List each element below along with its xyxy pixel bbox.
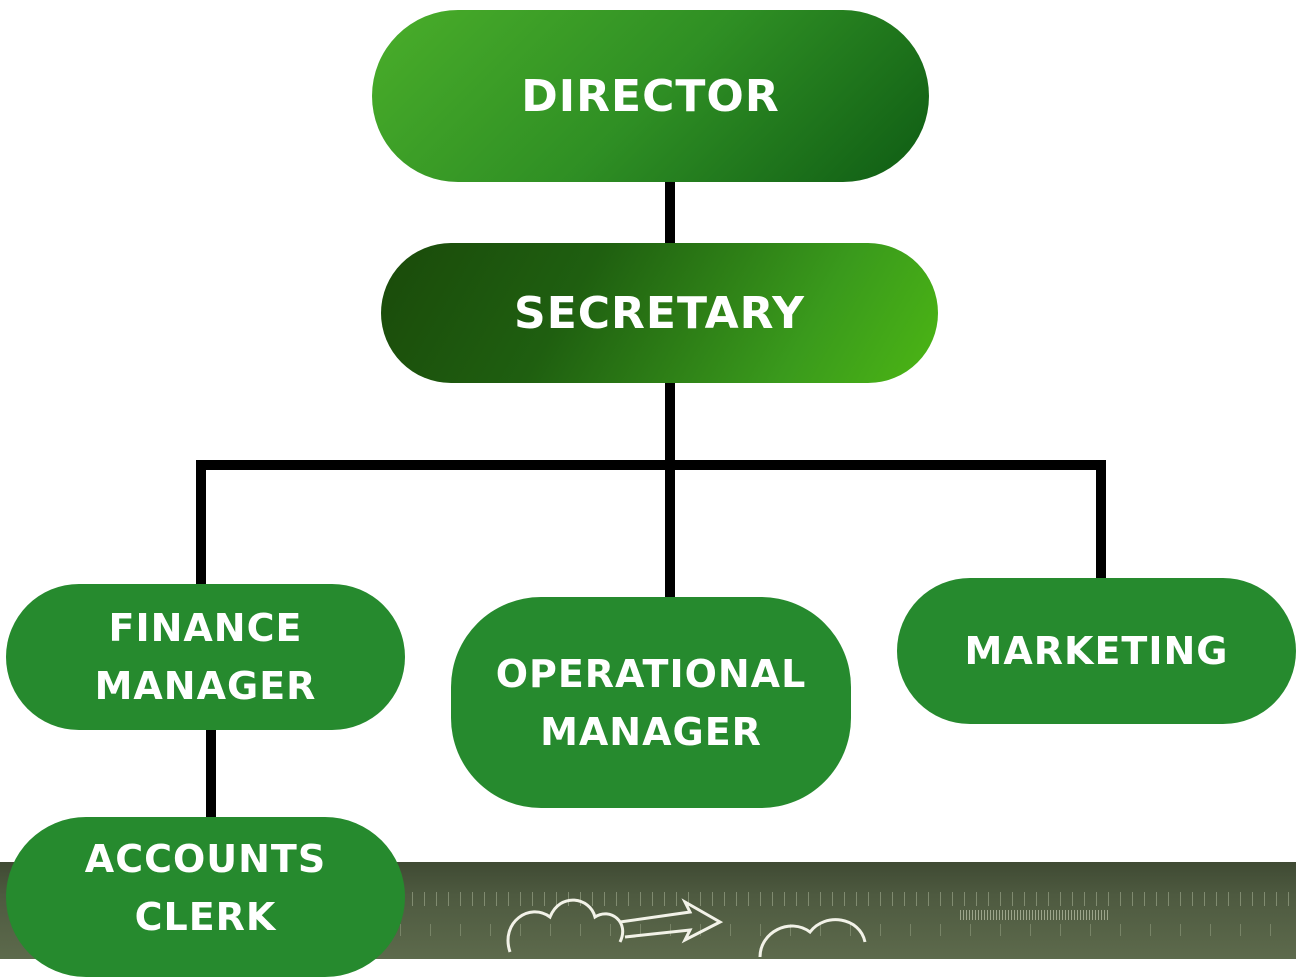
node-finance-manager-line1: FINANCE xyxy=(108,606,303,650)
connector-horizontal-bar xyxy=(196,460,1106,470)
node-operational-manager: OPERATIONAL MANAGER xyxy=(451,597,851,808)
sketch-drawing xyxy=(506,898,867,958)
node-secretary-label: SECRETARY xyxy=(514,287,805,339)
node-director: DIRECTOR xyxy=(372,10,929,182)
connector-secretary-down xyxy=(665,381,675,465)
node-operational-manager-line1: OPERATIONAL xyxy=(495,651,807,696)
node-accounts-clerk: ACCOUNTS CLERK xyxy=(6,817,405,977)
node-accounts-clerk-line2: CLERK xyxy=(134,895,277,939)
ruler-graphic xyxy=(400,892,1296,906)
connector-director-secretary xyxy=(665,180,675,245)
node-finance-manager-line2: MANAGER xyxy=(94,664,317,708)
node-marketing-label: MARKETING xyxy=(964,629,1229,673)
hatch-graphic xyxy=(960,910,1110,920)
connector-to-finance xyxy=(196,460,206,586)
connector-to-marketing xyxy=(1096,460,1106,580)
connector-finance-accounts xyxy=(206,728,216,819)
node-secretary: SECRETARY xyxy=(381,243,938,383)
node-accounts-clerk-line1: ACCOUNTS xyxy=(84,837,327,881)
node-finance-manager: FINANCE MANAGER xyxy=(6,584,405,730)
node-operational-manager-line2: MANAGER xyxy=(540,709,762,754)
node-marketing: MARKETING xyxy=(897,578,1296,724)
node-director-label: DIRECTOR xyxy=(521,70,780,122)
connector-to-operational xyxy=(665,460,675,599)
